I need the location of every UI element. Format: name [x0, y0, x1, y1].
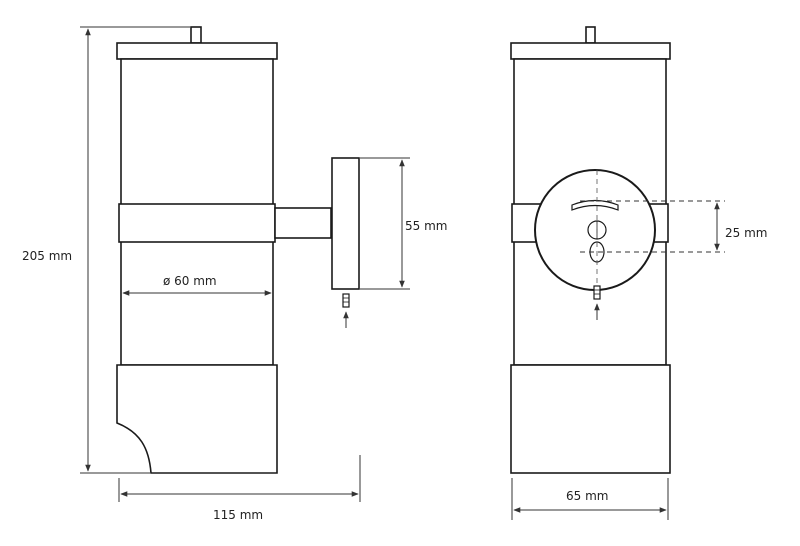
front-top-slot	[571, 199, 619, 211]
side-wall-arm	[274, 207, 332, 239]
front-top-knob	[585, 26, 596, 44]
side-top-knob	[190, 26, 202, 44]
front-view	[510, 26, 671, 474]
width-label: 65 mm	[566, 489, 608, 503]
front-bottom-base	[510, 364, 671, 474]
diameter-label: ø 60 mm	[163, 274, 217, 288]
mount-spacing-label: 25 mm	[725, 226, 767, 240]
side-bottom-base	[116, 364, 278, 474]
side-view	[116, 26, 360, 474]
front-set-screw	[593, 285, 601, 300]
depth-label: 115 mm	[213, 508, 263, 522]
side-set-screw	[342, 293, 350, 308]
arm-height-label: 55 mm	[405, 219, 447, 233]
front-top-cap	[510, 42, 671, 60]
height-label: 205 mm	[22, 249, 72, 263]
side-top-cap	[116, 42, 278, 60]
side-wall-plate	[331, 157, 360, 290]
side-band	[118, 203, 276, 243]
